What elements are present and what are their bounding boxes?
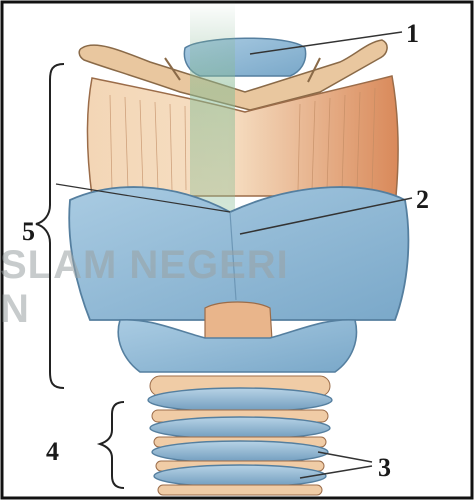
watermark-text-line1: SLAM NEGERI	[0, 243, 289, 287]
label-1: 1	[406, 19, 419, 48]
label-2: 2	[416, 185, 429, 214]
leader-line-3a	[318, 452, 372, 462]
label-4: 4	[46, 437, 59, 466]
bracket-trachea	[100, 402, 124, 488]
label-3: 3	[378, 453, 391, 482]
bracket-larynx	[36, 64, 64, 388]
watermark-text-line2: N	[0, 287, 30, 331]
label-5: 5	[22, 217, 35, 246]
cricothyroid-ligament	[205, 302, 272, 340]
